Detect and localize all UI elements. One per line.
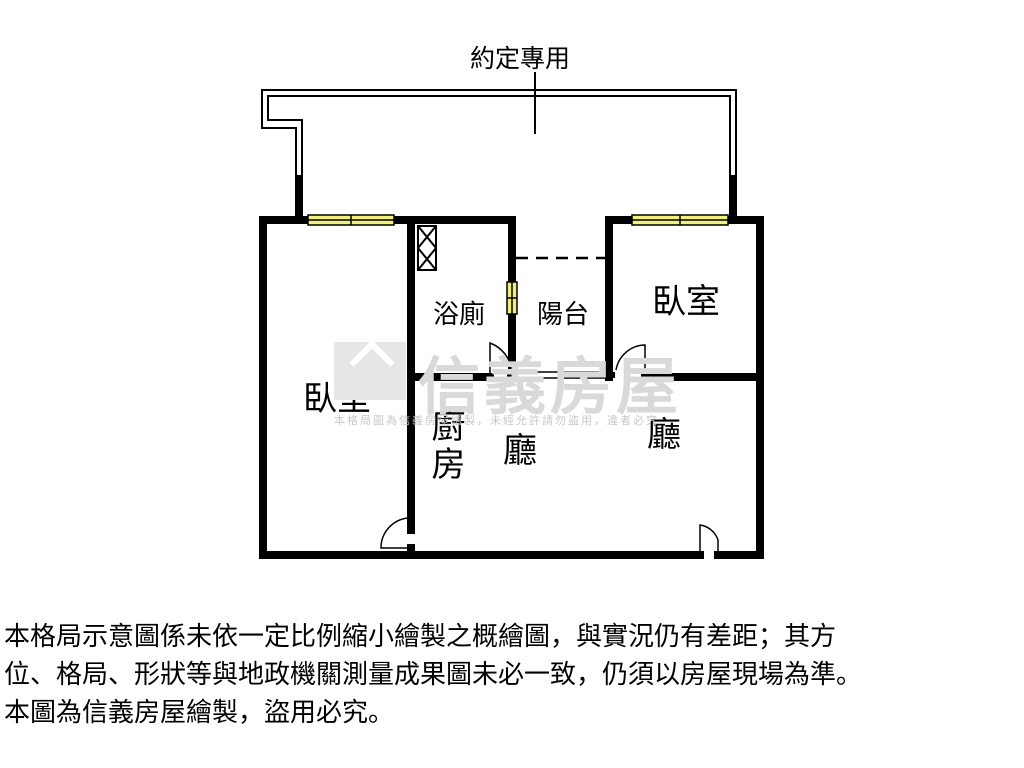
floor-plan-drawing [259,72,764,559]
disclaimer: 本格局示意圖係未依一定比例縮小繪製之概繪圖，與實況仍有差距；其方 位、格局、形狀… [4,618,1020,732]
room-label-living-center: 廳 [503,431,537,471]
disclaimer-line-1: 本格局示意圖係未依一定比例縮小繪製之概繪圖，與實況仍有差距；其方 [4,622,837,652]
door-swings [380,341,719,555]
balcony-sliding-door [515,371,609,379]
reserved-balcony-label: 約定專用 [470,44,571,73]
room-label-balcony: 陽台 [537,300,590,330]
reserved-balcony-outline [261,89,737,220]
vent-shaft [417,225,437,271]
door-hinges [408,372,720,558]
disclaimer-line-2: 位、格局、形狀等與地政機關測量成果圖未必一致，仍須以房屋現場為準。 [4,660,863,690]
walls [259,216,764,559]
room-label-bedroom-left: 臥室 [303,379,371,419]
room-label-kitchen: 廚房 [425,408,465,484]
disclaimer-line-3: 本圖為信義房屋繪製，盜用必究。 [4,698,395,728]
room-label-living-right: 廳 [647,415,681,455]
room-label-bedroom-right: 臥室 [652,282,720,322]
room-label-bathroom: 浴廁 [433,300,486,330]
windows [307,214,729,315]
